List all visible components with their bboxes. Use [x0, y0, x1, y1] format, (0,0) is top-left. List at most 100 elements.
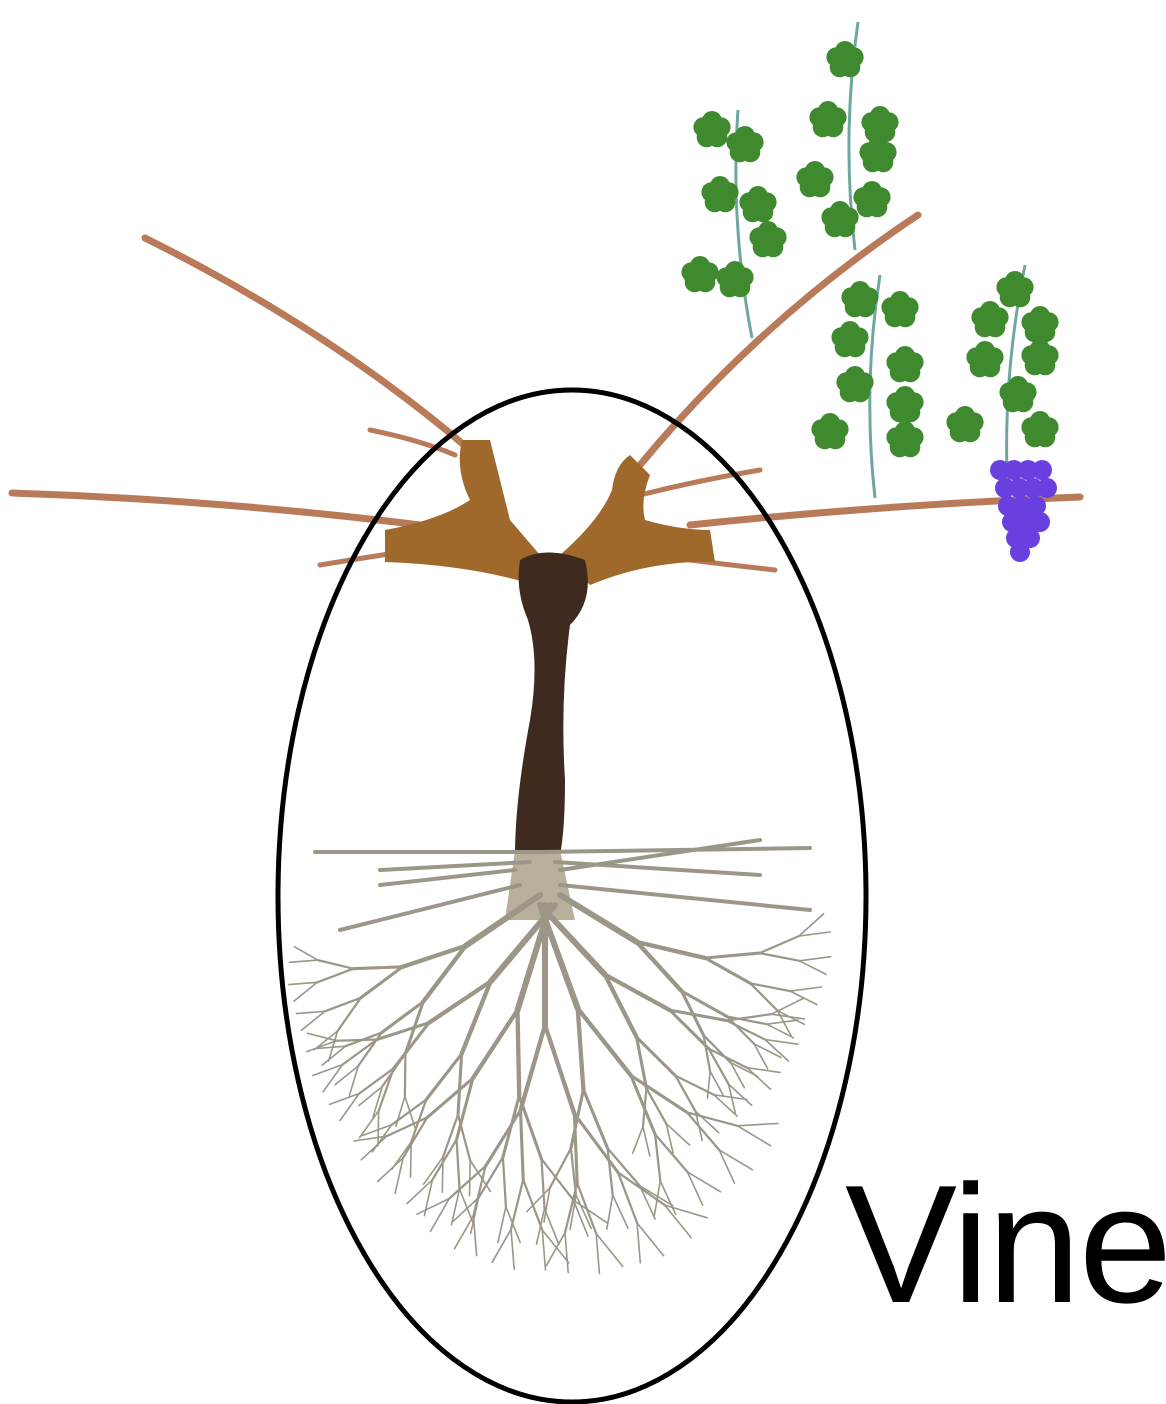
- leaf-icon: [739, 186, 776, 222]
- root-branch: [518, 1010, 520, 1096]
- root-branch: [542, 1159, 545, 1208]
- root-branch: [506, 1207, 520, 1243]
- root-branch: [473, 1010, 518, 1078]
- root-branch: [294, 982, 317, 1001]
- root-branch: [633, 1127, 643, 1154]
- root-branch: [511, 1180, 523, 1230]
- root-branch: [596, 1234, 623, 1267]
- leaf-icon: [1021, 306, 1058, 342]
- shoot-2: [796, 22, 898, 250]
- leaf-icon: [886, 346, 923, 382]
- root-branch: [503, 1096, 519, 1157]
- lateral-root: [380, 870, 515, 885]
- root-branch: [511, 1229, 514, 1269]
- leaf-icon: [726, 126, 763, 162]
- root-branch: [523, 1180, 542, 1231]
- leaf-icon: [1021, 411, 1058, 447]
- shoot-3: [811, 275, 923, 498]
- root-branch: [457, 1140, 460, 1190]
- root-branch: [565, 1233, 568, 1273]
- shoot-1: [681, 110, 786, 338]
- root-branch: [458, 1054, 462, 1115]
- root-branch: [760, 953, 800, 961]
- cane-upper-left: [145, 238, 470, 450]
- root-branch: [503, 1157, 506, 1207]
- leaf-icon: [836, 366, 873, 402]
- root-branch: [737, 1126, 770, 1146]
- grape-cluster-icon: [990, 460, 1057, 562]
- root-branch: [470, 1161, 471, 1196]
- root-branch: [760, 936, 799, 953]
- trunk-root-outline: [278, 390, 866, 1402]
- root-branch: [302, 1011, 325, 1030]
- leaf-icon: [749, 221, 786, 257]
- leaf-icon: [859, 136, 896, 172]
- trunk: [515, 553, 588, 856]
- leaf-icon: [701, 176, 738, 212]
- root-branch: [655, 1134, 660, 1181]
- root-branch: [596, 1234, 599, 1274]
- leaf-icon: [831, 321, 868, 357]
- root-branch: [608, 1148, 613, 1195]
- lateral-root: [560, 840, 760, 870]
- root-branch: [542, 1159, 574, 1200]
- root-branch: [382, 1054, 405, 1087]
- root-branch: [337, 1040, 378, 1041]
- root-branch: [289, 982, 317, 984]
- leaf-icon: [881, 291, 918, 327]
- root-branch: [521, 1110, 524, 1179]
- root-branch: [665, 1205, 692, 1238]
- root-branch: [790, 987, 821, 991]
- root-branch: [705, 953, 760, 958]
- root-branch: [583, 1090, 607, 1149]
- leaf-icon: [996, 271, 1033, 307]
- leaf-icon: [809, 101, 846, 137]
- root-branch: [705, 958, 750, 983]
- leaf-icon: [796, 161, 833, 197]
- root-system: [289, 840, 831, 1274]
- leaf-icon: [999, 376, 1036, 412]
- shoots: [681, 22, 1058, 498]
- lateral-root: [560, 885, 810, 910]
- root-branch: [427, 1078, 473, 1117]
- root-branch: [578, 1008, 584, 1089]
- leaf-icon: [886, 386, 923, 422]
- root-branch: [607, 1195, 613, 1229]
- root-branch: [799, 957, 830, 961]
- root-branch: [353, 967, 402, 969]
- leaf-icon: [946, 406, 983, 442]
- root-branch: [492, 1229, 511, 1262]
- root-branch: [542, 1230, 545, 1270]
- cordon-left-arm: [385, 440, 540, 585]
- root-branch: [378, 1111, 379, 1146]
- leaf-icon: [681, 256, 718, 292]
- root-branch: [297, 1011, 325, 1013]
- leaf-icon: [716, 261, 753, 297]
- root-branch: [458, 1115, 470, 1161]
- root-branch: [318, 960, 354, 969]
- lateral-root: [380, 862, 530, 870]
- leaf-icon: [693, 111, 730, 147]
- root-branch: [687, 1112, 738, 1126]
- leaf-icon: [971, 301, 1008, 337]
- leaf-icon: [1021, 339, 1058, 375]
- root-branch: [290, 960, 318, 962]
- leaf-icon: [886, 421, 923, 457]
- root-branch: [442, 1157, 443, 1192]
- root-branch: [655, 1134, 687, 1172]
- root-branch: [432, 1140, 456, 1180]
- root-branch: [767, 1024, 794, 1038]
- lateral-root: [340, 885, 520, 930]
- root-branch: [799, 961, 826, 975]
- root-branch: [771, 999, 803, 1015]
- root-branch: [545, 1025, 574, 1114]
- root-branch: [637, 1223, 664, 1256]
- leaf-icon: [841, 281, 878, 317]
- root-branch: [643, 1127, 650, 1156]
- root-branch: [405, 1054, 406, 1097]
- root-branch: [665, 1205, 708, 1218]
- leaf-icon: [853, 181, 890, 217]
- cane-left: [12, 493, 420, 525]
- root-branch: [361, 967, 403, 998]
